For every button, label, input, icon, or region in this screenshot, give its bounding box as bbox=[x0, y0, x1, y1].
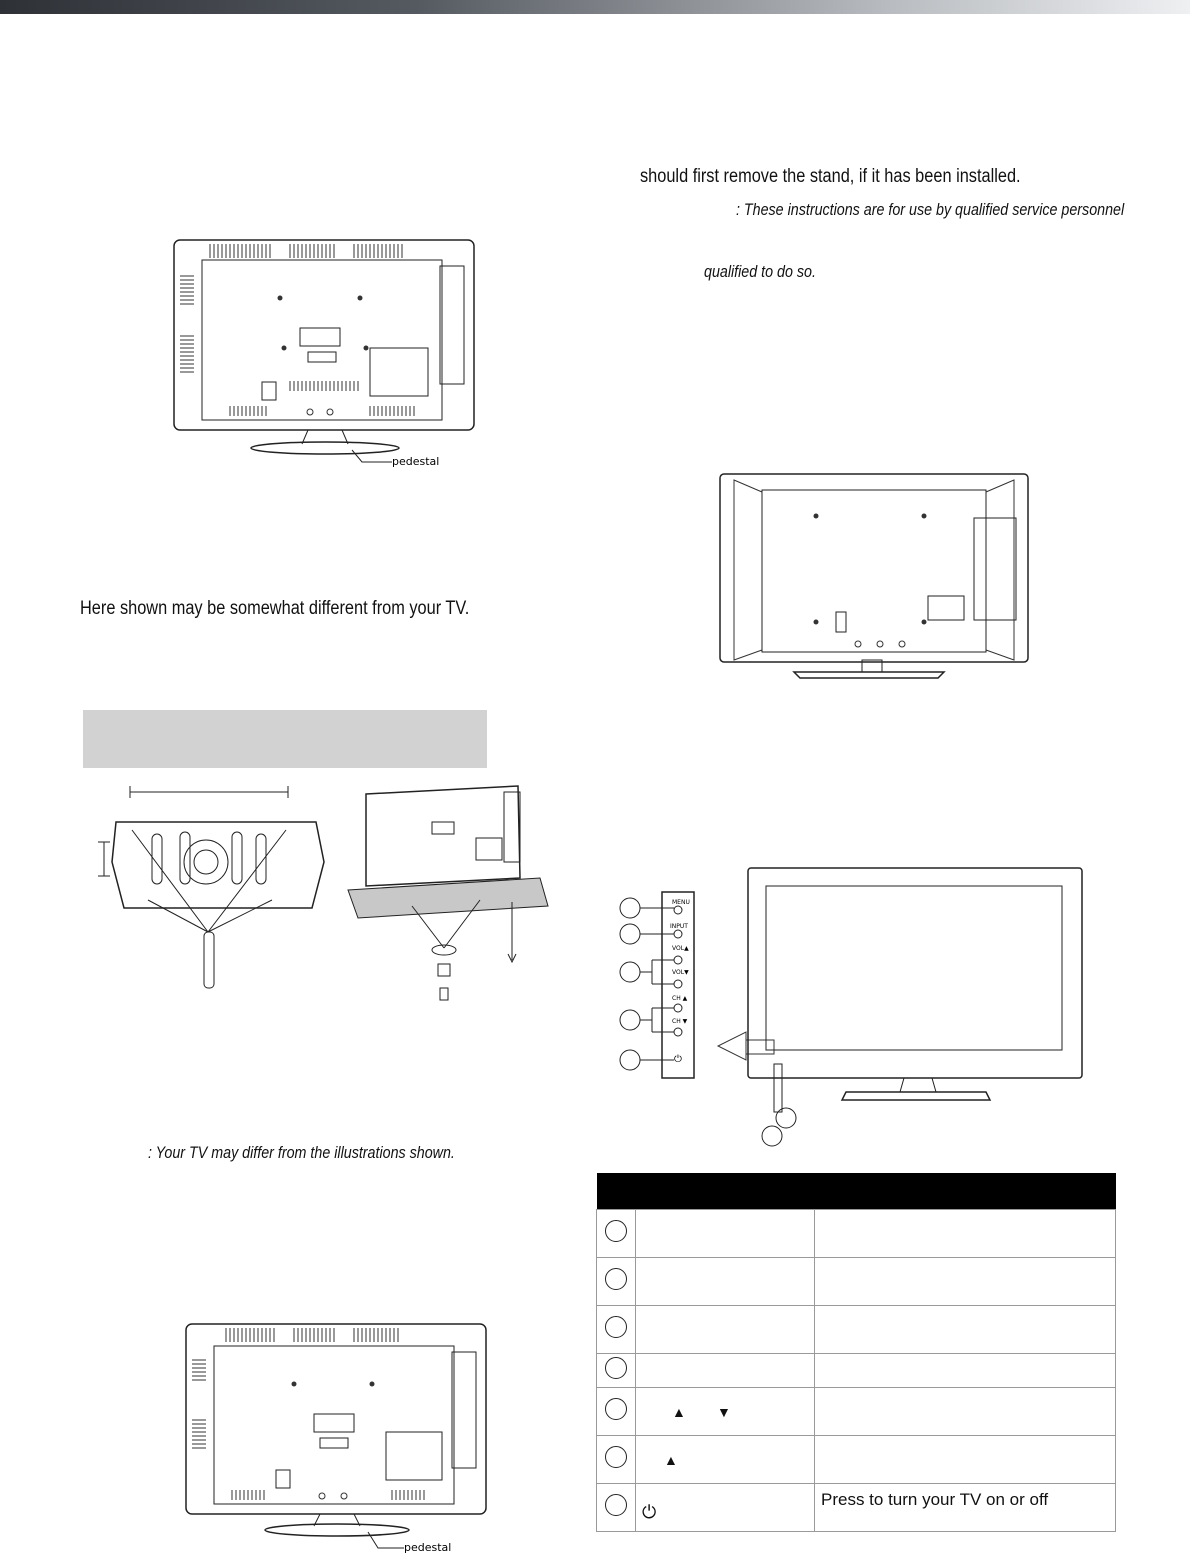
table-cell-description bbox=[814, 1209, 1116, 1258]
table-cell-description bbox=[814, 1353, 1116, 1388]
panel-volup-label: VOL▲ bbox=[672, 945, 689, 952]
table-row: ▲ ▼ bbox=[596, 1387, 1116, 1436]
table-cell-item bbox=[635, 1257, 815, 1306]
table-cell-ch-arrow: ▲ bbox=[635, 1435, 815, 1484]
remove-stand-text: should first remove the stand, if it has… bbox=[640, 166, 1021, 187]
power-description: Press to turn your TV on or off bbox=[814, 1483, 1116, 1532]
pedestal-label-top: pedestal bbox=[392, 455, 439, 468]
callout-circle bbox=[605, 1268, 627, 1290]
table-cell-description bbox=[814, 1387, 1116, 1436]
table-row: ▲ bbox=[596, 1435, 1116, 1484]
callout-circle bbox=[605, 1220, 627, 1242]
tv-front-controls-figure: MENU INPUT VOL▲ VOL▼ CH ▲ CH ▼ ⏻ bbox=[619, 867, 1083, 1147]
callout-circle bbox=[605, 1398, 627, 1420]
stand-base-figure bbox=[98, 786, 325, 989]
table-row bbox=[596, 1209, 1116, 1258]
tv-back-figure-top: pedestal bbox=[173, 239, 475, 468]
panel-chdown-label: CH ▼ bbox=[672, 1018, 688, 1025]
callout-circle bbox=[605, 1357, 627, 1379]
table-cell-description bbox=[814, 1435, 1116, 1484]
table-header-description bbox=[814, 1173, 1116, 1210]
table-cell-item bbox=[635, 1353, 815, 1388]
panel-chup-label: CH ▲ bbox=[672, 995, 688, 1002]
table-row bbox=[596, 1305, 1116, 1354]
panel-menu-label: MENU bbox=[672, 899, 690, 906]
table-header-row bbox=[596, 1173, 1116, 1210]
table-cell-description bbox=[814, 1305, 1116, 1354]
illustration-disclaimer: Here shown may be somewhat different fro… bbox=[80, 598, 470, 619]
panel-input-label: INPUT bbox=[670, 923, 688, 930]
table-cell-description bbox=[814, 1257, 1116, 1306]
pedestal-label-bottom: pedestal bbox=[404, 1541, 451, 1554]
table-header-item bbox=[635, 1173, 815, 1210]
table-cell-item bbox=[635, 1305, 815, 1354]
table-row bbox=[596, 1353, 1116, 1388]
stand-removal-figure bbox=[347, 785, 549, 1001]
callout-circle bbox=[605, 1494, 627, 1516]
table-header-number bbox=[596, 1173, 636, 1210]
service-note: : These instructions are for use by qual… bbox=[736, 200, 1125, 219]
callout-circle bbox=[605, 1446, 627, 1468]
table-row bbox=[596, 1257, 1116, 1306]
table-row: ⏻ Press to turn your TV on or off bbox=[596, 1483, 1116, 1532]
table-cell-item bbox=[635, 1209, 815, 1258]
controls-table: ▲ ▼ ▲ ⏻ Press to turn your TV on or off bbox=[596, 1173, 1116, 1532]
tv-back-figure-right bbox=[719, 473, 1029, 679]
caution-box bbox=[83, 710, 487, 768]
differ-note: : Your TV may differ from the illustrati… bbox=[148, 1143, 455, 1162]
tv-back-figure-bottom: pedestal bbox=[185, 1323, 487, 1554]
header-gradient-bar bbox=[0, 0, 1190, 14]
panel-voldown-label: VOL▼ bbox=[672, 969, 689, 976]
panel-power-icon: ⏻ bbox=[674, 1054, 682, 1065]
service-note-continued: qualified to do so. bbox=[704, 262, 816, 281]
callout-circle bbox=[605, 1316, 627, 1338]
table-cell-vol-arrows: ▲ ▼ bbox=[635, 1387, 815, 1436]
power-icon: ⏻ bbox=[635, 1483, 815, 1532]
